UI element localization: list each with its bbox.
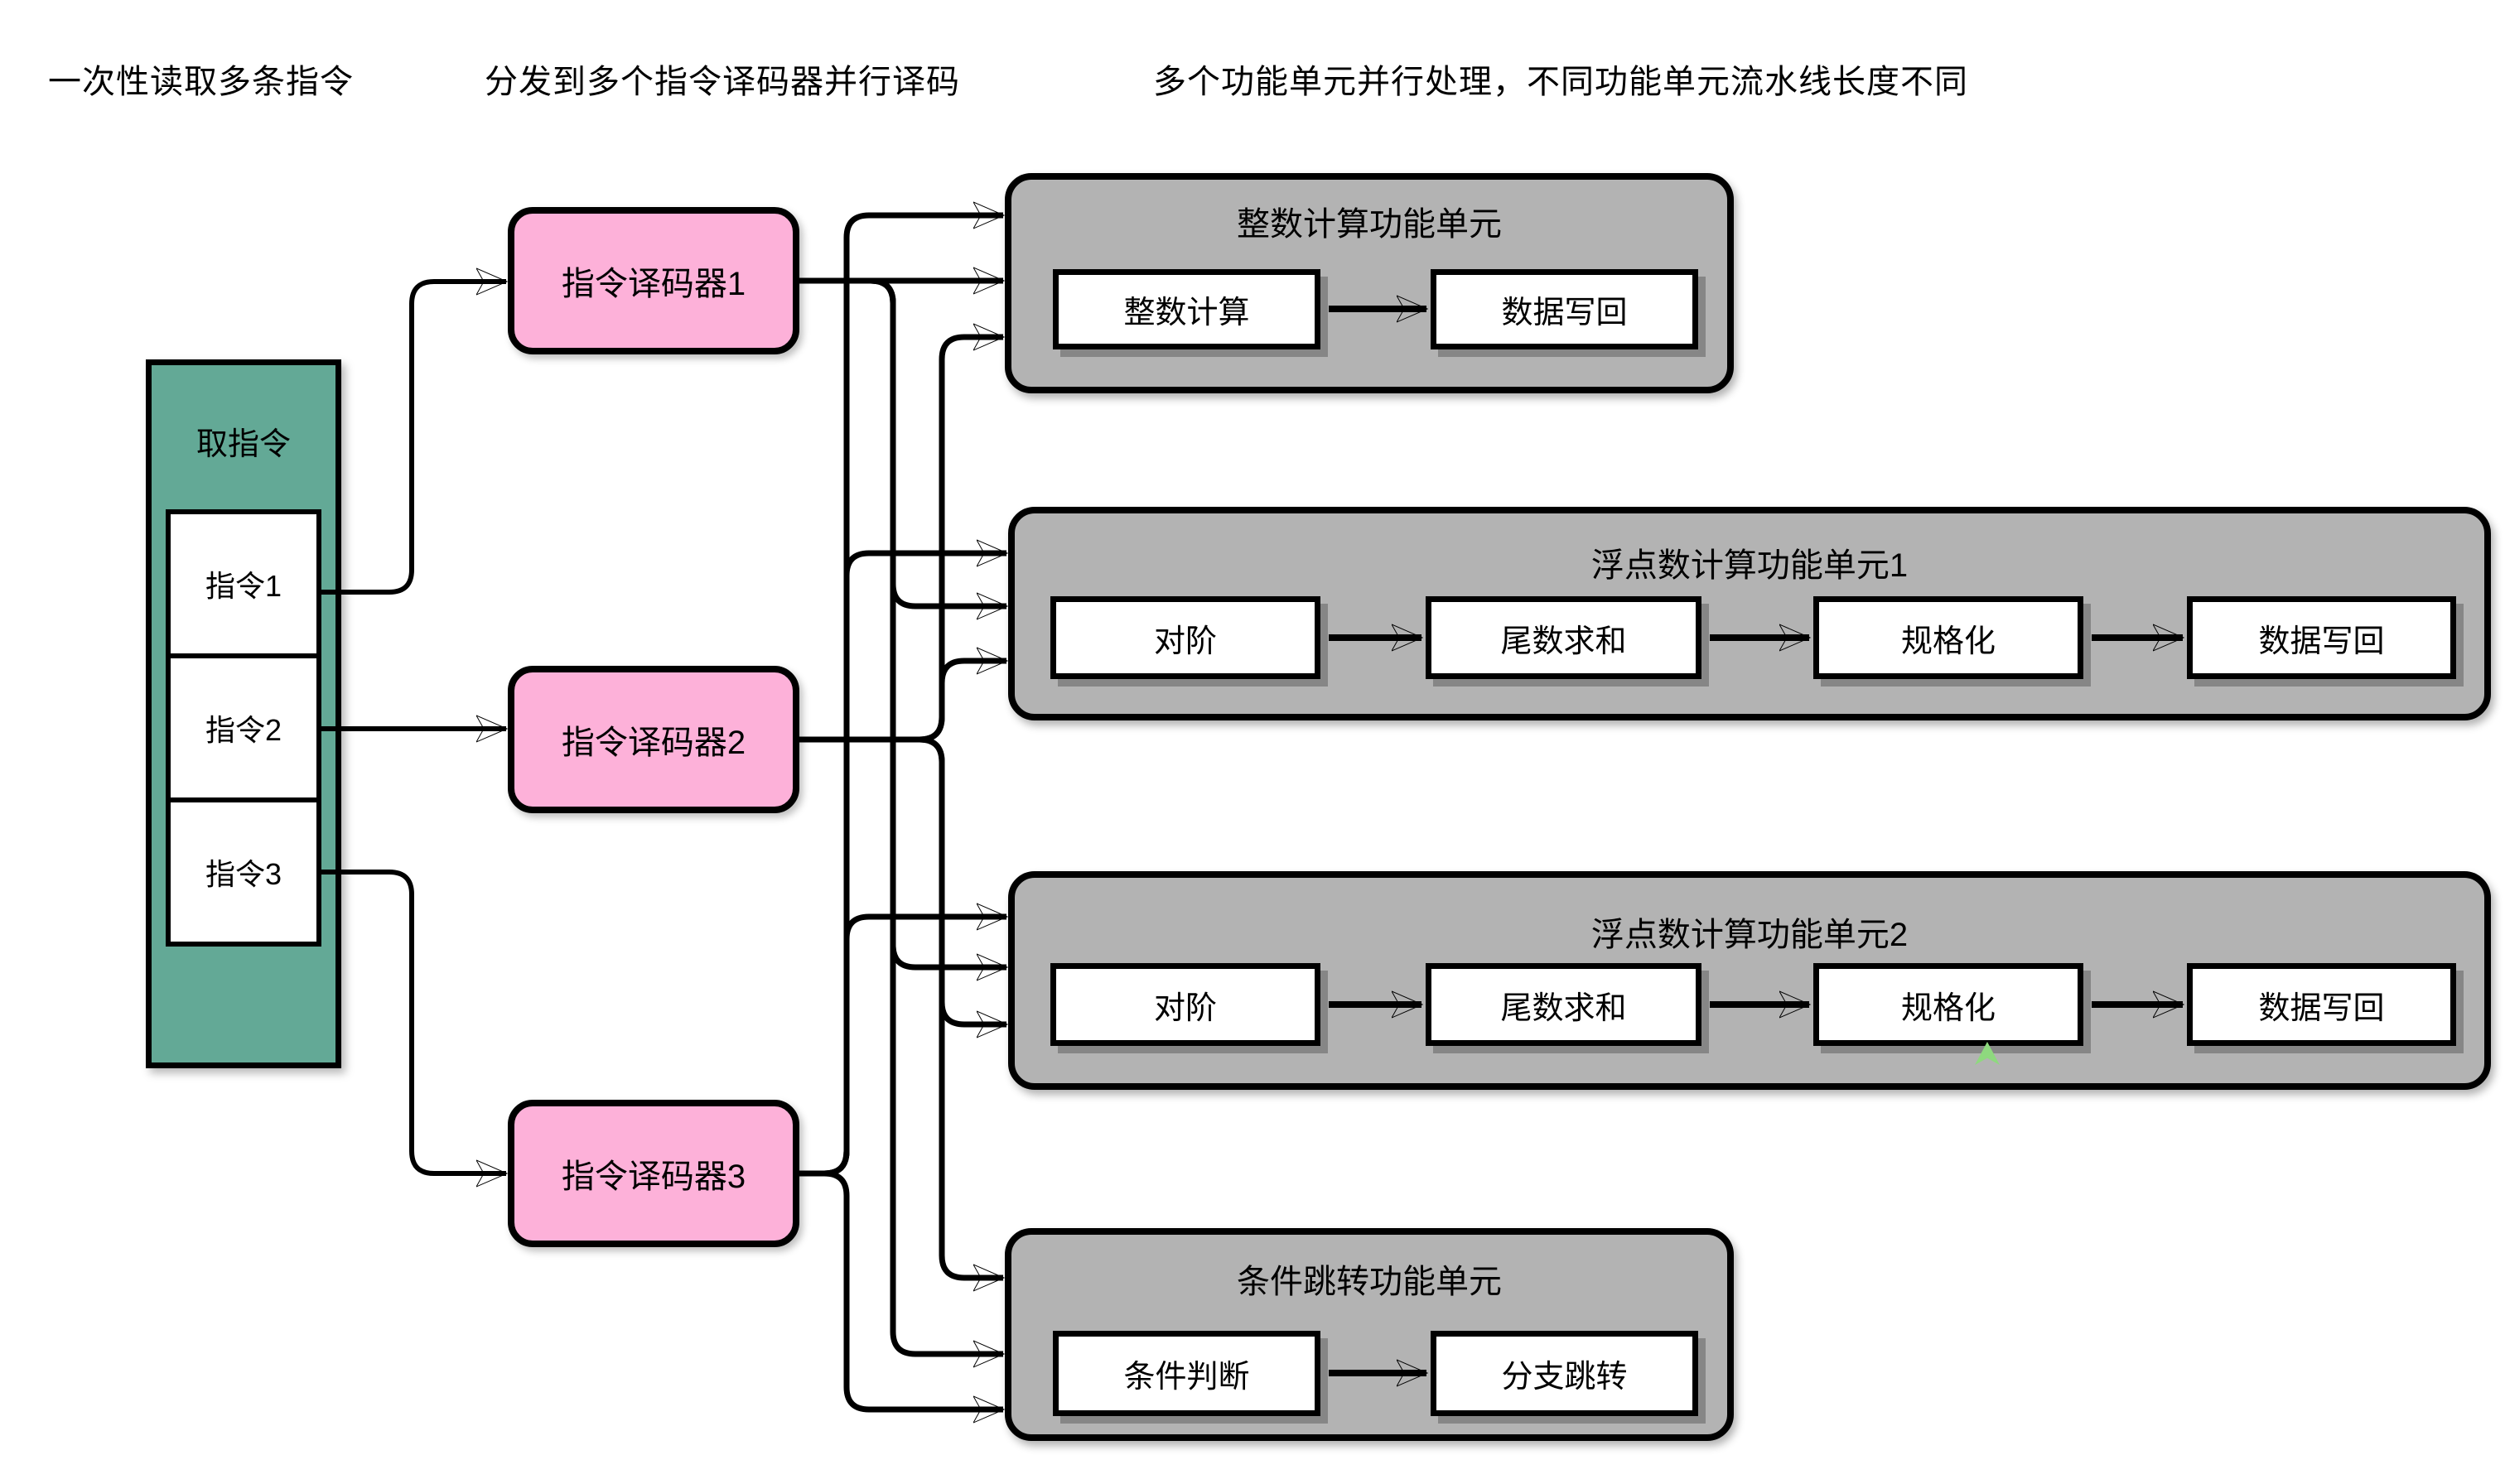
instruction-3-box: 指令3 [166, 797, 321, 947]
connector-decoder3-to-branch-unit [799, 1170, 1003, 1409]
connector-decoder1-to-branch-unit [799, 277, 1003, 1354]
instruction-1-box: 指令1 [166, 509, 321, 658]
stage-fp2-mantissa: 尾数求和 [1426, 963, 1701, 1046]
float-unit2-title: 浮点数计算功能单元2 [1590, 917, 1909, 953]
fetch-unit-title: 取指令 [195, 427, 291, 462]
annotation-dispatch: 分发到多个指令译码器并行译码 [485, 64, 960, 100]
connector-decoder2-to-branch-unit [799, 736, 1003, 1278]
stage-fp1-normalize: 规格化 [1813, 596, 2083, 679]
connector-decoder2-to-float-unit1 [799, 661, 1006, 743]
branch-unit-title: 条件跳转功能单元 [1237, 1264, 1502, 1300]
connector-instr1-to-decoder1 [319, 282, 506, 595]
stage-fp1-writeback: 数据写回 [2187, 596, 2456, 679]
stage-fp2-align: 对阶 [1050, 963, 1320, 1046]
decoder-3-box: 指令译码器3 [508, 1100, 799, 1247]
integer-unit-title: 整数计算功能单元 [1237, 206, 1502, 243]
stage-integer-writeback: 数据写回 [1431, 269, 1698, 349]
stage-fp2-writeback: 数据写回 [2187, 963, 2456, 1046]
stage-fp1-mantissa: 尾数求和 [1426, 596, 1701, 679]
stage-branch-condition: 条件判断 [1053, 1331, 1320, 1416]
connector-decoder1-to-float-unit2 [799, 277, 1006, 967]
annotation-units: 多个功能单元并行处理，不同功能单元流水线长度不同 [1153, 64, 1968, 100]
decoder-1-box: 指令译码器1 [508, 207, 799, 354]
stage-integer-calc: 整数计算 [1053, 269, 1320, 349]
connector-decoder2-to-integer-unit [799, 337, 1003, 743]
connector-decoder3-to-float-unit2 [799, 917, 1006, 1177]
decoder-2-box: 指令译码器2 [508, 666, 799, 813]
stage-fp2-normalize: 规格化 [1813, 963, 2083, 1046]
connector-decoder3-to-integer-unit [799, 215, 1003, 1177]
connector-decoder3-to-float-unit1 [799, 553, 1006, 1177]
instruction-2-box: 指令2 [166, 653, 321, 802]
connector-decoder1-to-float-unit1 [799, 277, 1006, 606]
annotation-fetch: 一次性读取多条指令 [48, 64, 354, 100]
connector-decoder2-to-float-unit2 [799, 736, 1006, 1024]
float-unit1-title: 浮点数计算功能单元1 [1590, 547, 1909, 584]
connector-instr3-to-decoder3 [319, 870, 506, 1173]
stage-branch-jump: 分支跳转 [1431, 1331, 1698, 1416]
stage-fp1-align: 对阶 [1050, 596, 1320, 679]
